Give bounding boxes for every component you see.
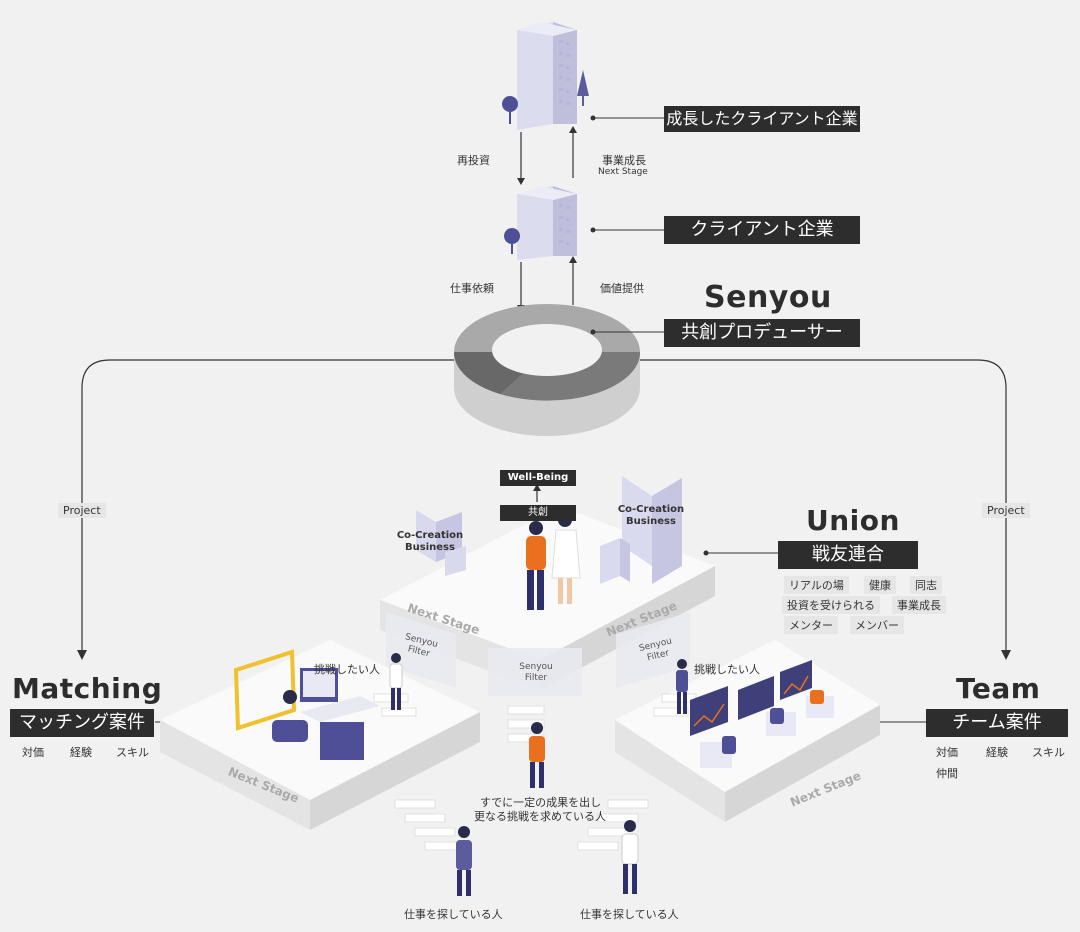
senyou-filter-center: Senyou Filter [519,662,553,683]
team-tag-compensation: 対価 [936,746,958,759]
project-connector-lines [81,359,1007,650]
reinvest-label: 再投資 [457,154,490,167]
person-climbing-right-icon [676,659,688,714]
arrow-up-icon [569,126,577,133]
team-title: Team [956,672,1041,705]
union-subtitle: 戦友連合 [778,541,918,569]
person-climbing-left-icon [389,653,403,710]
team-subtitle: チーム案件 [926,709,1068,737]
achieved-line1: すでに一定の成果を出し [480,796,602,809]
union-tag-business-growth: 事業成長 [892,596,946,614]
team-tag-experience: 経験 [986,746,1008,759]
matching-title: Matching [12,672,163,705]
person-man-orange-icon [526,521,546,610]
arrow-down-right-icon [1001,650,1011,660]
client-label: クライアント企業 [664,216,860,244]
team-tag-companion: 仲間 [936,767,958,780]
person-bottom-left-icon [456,826,472,896]
kyoso-label: 共創 [500,505,576,521]
union-tag-member: メンバー [850,616,904,634]
person-center-orange-icon [529,722,545,788]
project-right-tag: Project [982,503,1030,518]
senyou-title: Senyou [704,280,832,315]
work-request-label: 仕事依頼 [450,282,494,295]
person-bottom-right-icon [621,820,639,894]
project-left-tag: Project [58,503,106,518]
team-tag-skill: スキル [1032,746,1065,759]
union-tag-mentor: メンター [784,616,838,634]
well-being-label: Well-Being [500,470,576,486]
value-provision-label: 価値提供 [600,282,644,295]
arrow-down-left-icon [77,650,87,660]
co-creation-right-label: Co-Creation Business [617,504,685,527]
union-title: Union [806,504,900,537]
senyou-ring [453,304,641,436]
matching-workspace-icon [233,649,380,760]
union-tag-investment: 投資を受けられる [782,596,880,614]
co-creation-shape-right [600,476,682,584]
team-workspace-icon [690,660,834,768]
tall-building-icon [517,22,577,130]
matching-tag-skill: スキル [116,746,149,759]
arrow-up-icon [533,484,541,491]
map-pin-icon [502,96,518,124]
challenge-left-label: 挑戦したい人 [314,663,380,676]
matching-tag-compensation: 対価 [22,746,44,759]
union-tag-real-place: リアルの場 [784,576,849,594]
arrow-down-icon [517,178,525,185]
job-seeker-right-label: 仕事を探している人 [580,908,679,921]
map-pin-icon [504,228,520,254]
top-flow-arrows [520,132,574,305]
senyou-filter-panels [386,612,690,696]
arrow-up-icon [569,256,577,263]
union-tag-comrade: 同志 [910,576,942,594]
job-seeker-left-label: 仕事を探している人 [404,908,503,921]
matching-tag-experience: 経験 [70,746,92,759]
challenge-right-label: 挑戦したい人 [694,663,760,676]
achieved-line2: 更なる挑戦を求めている人 [474,810,606,823]
union-tag-health: 健康 [864,576,896,594]
tree-icon [577,70,589,106]
next-stage-small-label: Next Stage [598,167,648,177]
co-creation-left-label: Co-Creation Business [396,530,464,553]
business-growth-label: 事業成長 [602,154,646,167]
growth-client-label: 成長したクライアント企業 [664,106,860,132]
senyou-subtitle: 共創プロデューサー [664,319,860,347]
matching-subtitle: マッチング案件 [10,709,154,737]
small-building-icon [517,186,577,260]
co-creation-shape-left [416,510,466,576]
